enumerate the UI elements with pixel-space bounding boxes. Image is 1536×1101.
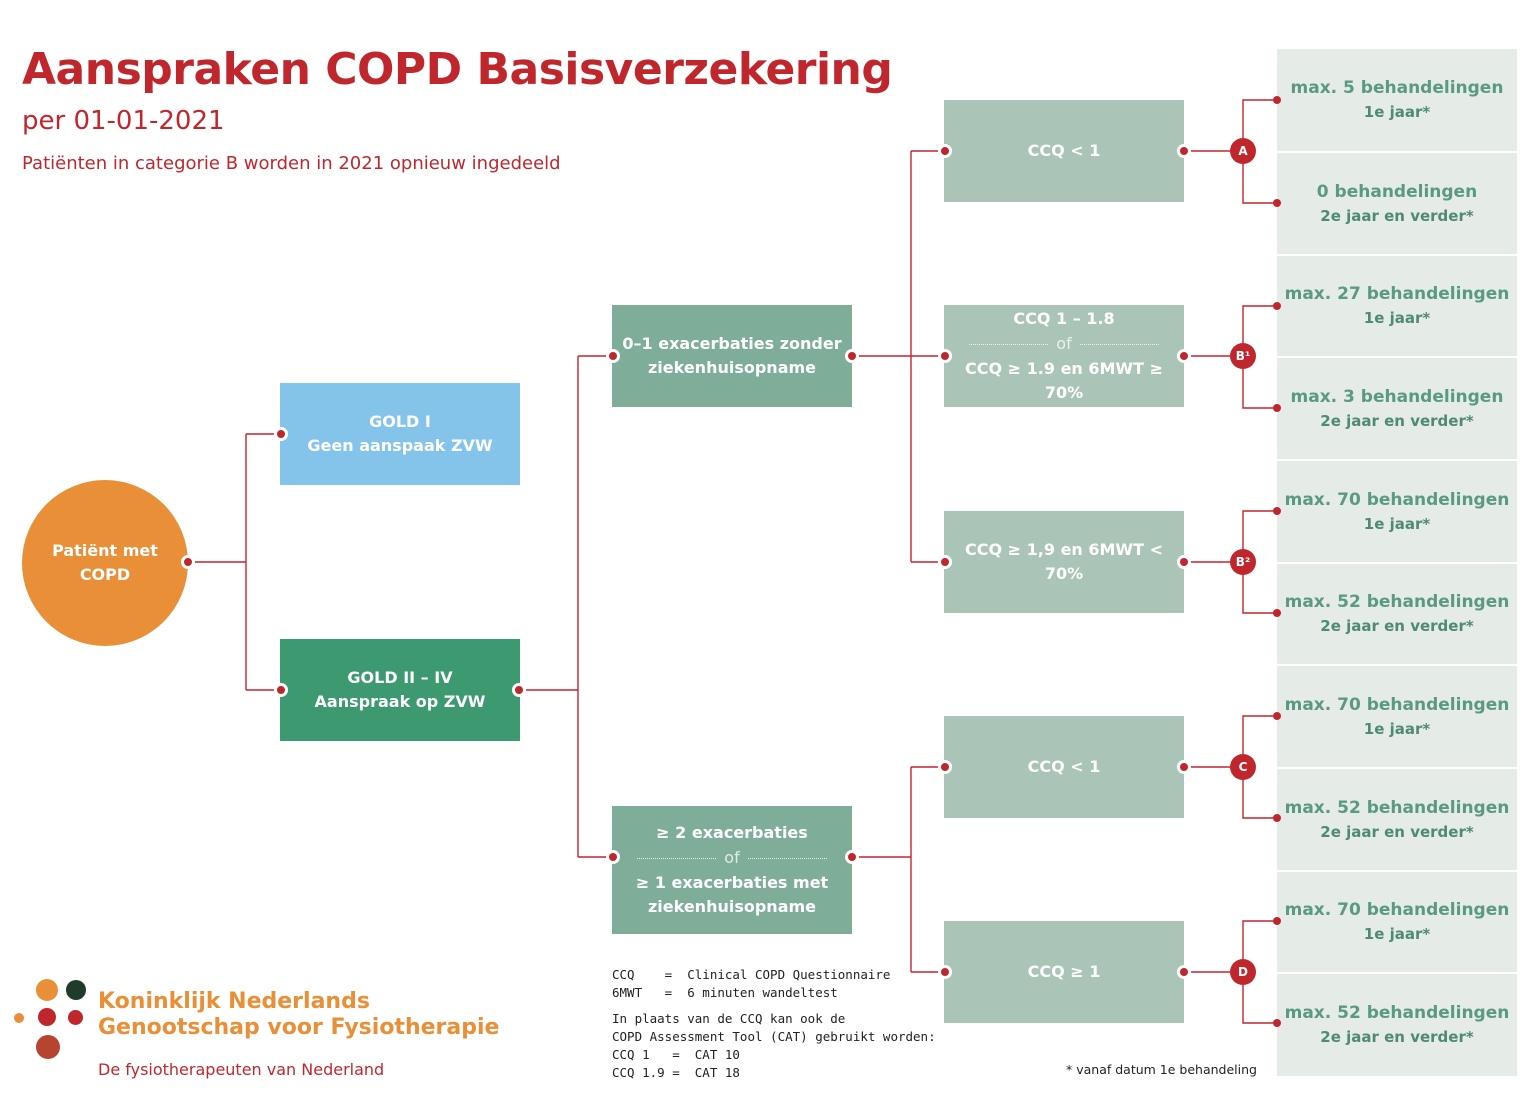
outcome-year: 1e jaar* (1363, 925, 1431, 943)
legend-6mwt: 6MWT = 6 minuten wandeltest (612, 985, 838, 1000)
gold1-line1: GOLD I (369, 412, 431, 431)
outcome-year: 2e jaar en verder* (1320, 206, 1474, 225)
organization-name-line2: Genootschap voor Fysiotherapie (98, 1015, 500, 1040)
outcome-year: 2e jaar en verder* (1320, 617, 1474, 635)
gold2-line1: GOLD II – IV (347, 668, 453, 687)
outcome-count: max. 52 behandelingen (1284, 592, 1510, 612)
gold1-node: GOLD I Geen aanspaak ZVW (280, 383, 520, 485)
ccq-c-node: CCQ < 1 (944, 716, 1184, 818)
divider (1277, 254, 1517, 256)
exac-high-line2: ≥ 1 exacerbaties met (635, 873, 829, 892)
exac-high-line1: ≥ 2 exacerbaties (656, 823, 808, 842)
patient-line1: Patiënt met (52, 541, 158, 560)
category-b2-badge: B² (1230, 549, 1256, 575)
outcome-cell: max. 52 behandelingen 2e jaar en verder* (1277, 769, 1517, 870)
organization-name-line1: Koninklijk Nederlands (98, 989, 370, 1014)
outcome-cell: max. 3 behandelingen 2e jaar en verder* (1277, 358, 1517, 459)
outcome-count: max. 5 behandelingen (1290, 78, 1504, 98)
outcome-year: 1e jaar* (1363, 309, 1431, 327)
outcome-count: max. 70 behandelingen (1284, 694, 1510, 715)
outcome-year: 1e jaar* (1363, 719, 1431, 738)
outcome-cell: max. 5 behandelingen 1e jaar* (1277, 49, 1517, 151)
ccq-b2-node: CCQ ≥ 1,9 en 6MWT < 70% (944, 511, 1184, 613)
divider (1277, 972, 1517, 974)
outcome-cell: max. 52 behandelingen 2e jaar en verder* (1277, 564, 1517, 664)
outcome-year: 1e jaar* (1363, 103, 1431, 121)
page-subtitle: per 01-01-2021 (22, 106, 225, 136)
outcome-count: 0 behandelingen (1316, 181, 1478, 202)
organization-tagline: De fysiotherapeuten van Nederland (98, 1060, 385, 1079)
gold1-line2: Geen aanspaak ZVW (307, 436, 493, 455)
legend-alt-line1: In plaats van de CCQ kan ook de (612, 1011, 846, 1026)
outcome-count: max. 70 behandelingen (1284, 900, 1510, 920)
divider (1277, 356, 1517, 358)
gold2-line2: Aanspraak op ZVW (314, 692, 486, 711)
patient-node: Patiënt met COPD (22, 480, 188, 646)
outcome-count: max. 3 behandelingen (1290, 386, 1504, 407)
ccq-a-node: CCQ < 1 (944, 100, 1184, 202)
exac-high-line3: ziekenhuisopname (647, 897, 817, 916)
ccq-d-label: CCQ ≥ 1 (1027, 962, 1101, 981)
outcome-cell: max. 70 behandelingen 1e jaar* (1277, 872, 1517, 972)
exac-low-line2: ziekenhuisopname (647, 358, 817, 377)
exac-low-line1: 0–1 exacerbaties zonder (622, 334, 842, 353)
patient-line2: COPD (79, 565, 131, 584)
divider (1277, 870, 1517, 872)
or-separator: of (961, 331, 1167, 357)
ccq-c-label: CCQ < 1 (1027, 757, 1101, 776)
category-c-badge: C (1230, 754, 1256, 780)
category-d-badge: D (1230, 959, 1256, 985)
exacerbation-high-node: ≥ 2 exacerbaties of ≥ 1 exacerbaties met… (612, 806, 852, 934)
outcome-cell: max. 52 behandelingen 2e jaar en verder* (1277, 974, 1517, 1076)
ccq-b1-line1: CCQ 1 – 1.8 (1013, 309, 1115, 328)
category-b1-badge: B¹ (1230, 343, 1256, 369)
outcome-count: max. 52 behandelingen (1284, 1003, 1510, 1023)
outcome-cell: max. 70 behandelingen 1e jaar* (1277, 461, 1517, 562)
outcome-count: max. 52 behandelingen (1284, 797, 1510, 818)
organization-name: Koninklijk Nederlands Genootschap voor F… (98, 989, 499, 1041)
exacerbation-low-node: 0–1 exacerbaties zonder ziekenhuisopname (612, 305, 852, 407)
legend-cat1: CCQ 1 = CAT 10 (612, 1047, 740, 1062)
outcome-year: 2e jaar en verder* (1320, 822, 1474, 841)
or-separator: of (629, 845, 835, 871)
outcome-cell: max. 70 behandelingen 1e jaar* (1277, 666, 1517, 767)
category-a-badge: A (1230, 138, 1256, 164)
divider (1277, 459, 1517, 461)
outcome-count: max. 70 behandelingen (1284, 489, 1510, 510)
category-note: Patiënten in categorie B worden in 2021 … (22, 153, 561, 174)
ccq-b2-label: CCQ ≥ 1,9 en 6MWT < 70% (965, 540, 1163, 583)
page-title: Aanspraken COPD Basisverzekering (22, 44, 893, 95)
outcome-cell: max. 27 behandelingen 1e jaar* (1277, 256, 1517, 356)
divider (1277, 767, 1517, 769)
abbreviation-legend: CCQ = Clinical COPD Questionnaire 6MWT =… (612, 966, 936, 1082)
legend-cat2: CCQ 1.9 = CAT 18 (612, 1065, 740, 1080)
outcome-year: 2e jaar en verder* (1320, 1028, 1474, 1046)
divider (1277, 562, 1517, 564)
ccq-b1-node: CCQ 1 – 1.8 of CCQ ≥ 1.9 en 6MWT ≥ 70% (944, 305, 1184, 407)
ccq-a-label: CCQ < 1 (1027, 141, 1101, 160)
footnote: * vanaf datum 1e behandeling (1066, 1062, 1257, 1077)
outcome-cell: 0 behandelingen 2e jaar en verder* (1277, 153, 1517, 254)
legend-ccq: CCQ = Clinical COPD Questionnaire (612, 967, 891, 982)
outcome-year: 2e jaar en verder* (1320, 411, 1474, 430)
gold2-node: GOLD II – IV Aanspraak op ZVW (280, 639, 520, 741)
divider (1277, 151, 1517, 153)
legend-alt-line2: COPD Assessment Tool (CAT) gebruikt word… (612, 1029, 936, 1044)
outcome-year: 1e jaar* (1363, 514, 1431, 533)
ccq-b1-line2: CCQ ≥ 1.9 en 6MWT ≥ 70% (965, 359, 1163, 402)
outcome-count: max. 27 behandelingen (1284, 284, 1510, 304)
ccq-d-node: CCQ ≥ 1 (944, 921, 1184, 1023)
divider (1277, 664, 1517, 666)
